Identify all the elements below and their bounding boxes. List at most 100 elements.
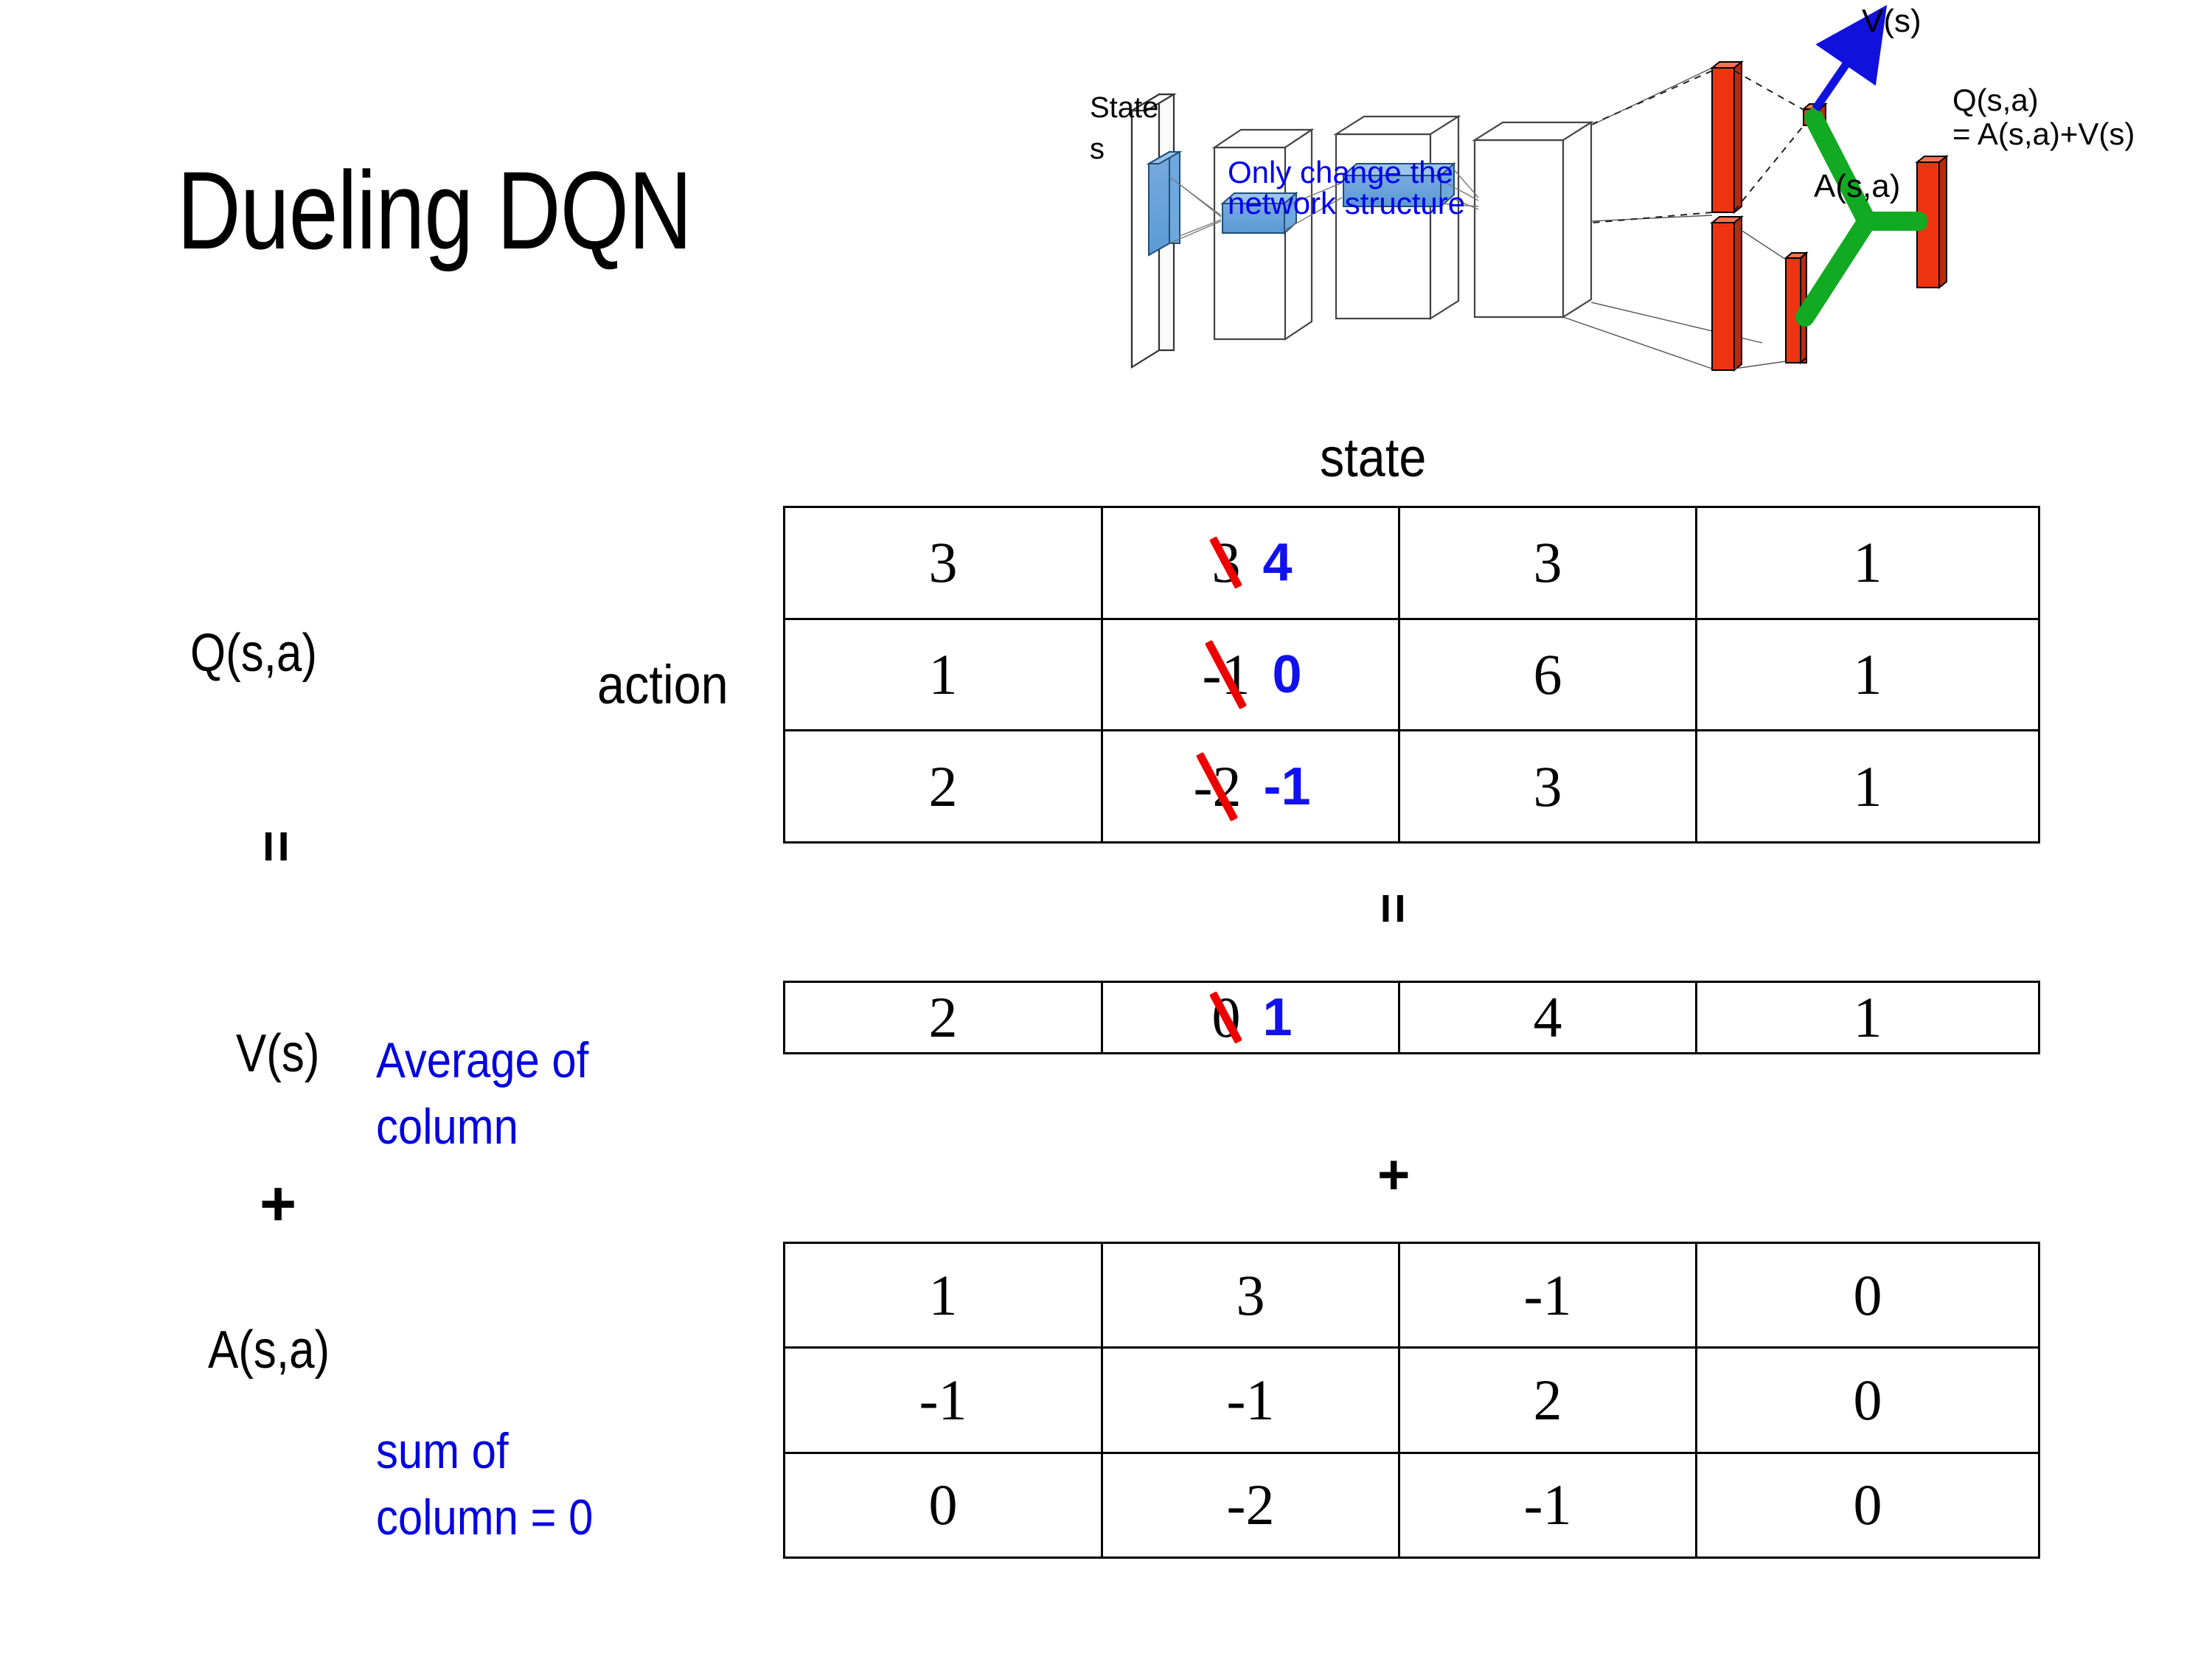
cell-value: 3: [928, 530, 958, 595]
a-table: 1 3 -1 0 -1 -1 2 0 0 -2 -1: [783, 1241, 2040, 1559]
a-cell-1-2[interactable]: 2: [1398, 1346, 1697, 1454]
advantage-stream-bar-icon: [1710, 215, 1744, 372]
a-cell-0-2[interactable]: -1: [1398, 1241, 1697, 1349]
q-cell-1-0[interactable]: 1: [783, 617, 1103, 732]
table-row: 2 -2 -1 3 1: [783, 729, 2040, 844]
cell-value: 0: [1853, 1262, 1882, 1327]
cell-value: 6: [1533, 641, 1562, 706]
conv-block-1-icon: [1211, 128, 1315, 341]
plus-sign-mid: +: [1377, 1144, 1411, 1206]
value-stream-bar-icon: [1710, 60, 1744, 215]
a-constraint-note-line2: column = 0: [376, 1489, 594, 1545]
cell-value: 1: [1853, 754, 1882, 818]
cell-value: -2: [1226, 1472, 1275, 1537]
a-cell-0-0[interactable]: 1: [783, 1241, 1103, 1349]
conv-block-3-icon: [1472, 121, 1594, 319]
cell-value: 0: [1853, 1367, 1882, 1432]
a-cell-0-3[interactable]: 0: [1695, 1241, 2040, 1349]
q-cell-1-1[interactable]: -1 0: [1101, 617, 1400, 732]
value-output-label: V(s): [1862, 3, 1921, 39]
new-value: 4: [1262, 533, 1293, 593]
a-cell-1-0[interactable]: -1: [783, 1346, 1103, 1454]
v-cell-0-0[interactable]: 2: [783, 981, 1103, 1054]
cell-value: 0: [1853, 1472, 1882, 1537]
network-note-line2: network structure: [1228, 186, 1466, 220]
plus-sign-left: +: [260, 1169, 297, 1239]
q-cell-2-3[interactable]: 1: [1695, 729, 2040, 844]
q-cell-2-0[interactable]: 2: [783, 729, 1103, 844]
cell-value: 4: [1533, 985, 1562, 1049]
cell-value: -1: [1523, 1472, 1572, 1537]
a-function-label: A(s,a): [208, 1321, 330, 1380]
old-value: 3: [1208, 529, 1243, 596]
value-arrow-icon: [1812, 4, 1888, 112]
new-value: -1: [1263, 757, 1311, 816]
v-function-label: V(s): [236, 1024, 320, 1083]
q-function-label: Q(s,a): [190, 624, 318, 683]
cell-value: 2: [928, 754, 958, 818]
v-constraint-note-line1: Average of: [376, 1032, 589, 1088]
q-cell-0-2[interactable]: 3: [1398, 506, 1697, 620]
cell-value: -1: [1226, 1367, 1275, 1432]
table-row: 0 -2 -1 0: [783, 1451, 2040, 1559]
action-axis-label: action: [597, 654, 728, 715]
q-output-label-line1: Q(s,a): [1952, 83, 2039, 117]
a-constraint-note-line1: sum of: [376, 1423, 509, 1479]
table-row: 1 -1 0 6 1: [783, 617, 2040, 732]
cell-value: 1: [1853, 530, 1882, 595]
v-cell-0-3[interactable]: 1: [1695, 981, 2040, 1054]
cell-value: 2: [928, 985, 958, 1049]
a-cell-2-1[interactable]: -2: [1101, 1451, 1400, 1559]
new-value: 0: [1272, 644, 1302, 704]
equals-sign-left: =: [245, 830, 308, 863]
state-axis-label: state: [1320, 427, 1427, 488]
cell-value: 3: [1533, 754, 1562, 818]
table-row: 1 3 -1 0: [783, 1241, 2040, 1349]
a-cell-2-2[interactable]: -1: [1398, 1451, 1697, 1559]
connection-lines: [1169, 169, 1479, 244]
state-label: State: [1090, 91, 1159, 124]
equals-sign-mid: =: [1363, 892, 1423, 925]
state-sublabel: s: [1090, 133, 1105, 165]
v-cell-0-2[interactable]: 4: [1398, 981, 1697, 1054]
a-cell-2-3[interactable]: 0: [1695, 1451, 2040, 1559]
value-dashed-links: [1592, 70, 1806, 223]
q-cell-1-2[interactable]: 6: [1398, 617, 1697, 732]
network-svg: [1128, 4, 1949, 372]
q-cell-2-1[interactable]: -2 -1: [1101, 729, 1400, 844]
cell-value: 1: [928, 641, 958, 706]
a-cell-1-1[interactable]: -1: [1101, 1346, 1400, 1454]
old-value: 0: [1208, 984, 1243, 1051]
conv-patch-1-icon: [1220, 191, 1298, 235]
cell-value: 0: [928, 1472, 958, 1537]
q-cell-2-2[interactable]: 3: [1398, 729, 1697, 844]
old-value: -2: [1190, 754, 1244, 820]
old-value: -1: [1199, 641, 1253, 708]
q-output-label-line2: = A(s,a)+V(s): [1952, 116, 2135, 151]
cell-value: -1: [919, 1367, 967, 1432]
q-cell-1-3[interactable]: 1: [1695, 617, 2040, 732]
a-cell-1-3[interactable]: 0: [1695, 1346, 2040, 1454]
q-cell-0-0[interactable]: 3: [783, 506, 1103, 620]
cell-value: 3: [1533, 530, 1562, 595]
v-constraint-note-line2: column: [376, 1099, 518, 1155]
cell-value: 3: [1236, 1262, 1265, 1327]
table-row: -1 -1 2 0: [783, 1346, 2040, 1454]
q-cell-0-3[interactable]: 1: [1695, 506, 2040, 620]
a-cell-0-1[interactable]: 3: [1101, 1241, 1400, 1349]
cell-value: 2: [1533, 1367, 1562, 1432]
network-note-line1: Only change the: [1228, 155, 1453, 189]
a-cell-2-0[interactable]: 0: [783, 1451, 1103, 1559]
conv-patch-2-icon: [1341, 161, 1456, 209]
cell-value: 1: [1853, 985, 1882, 1049]
edited-cell: -2 -1: [1190, 754, 1310, 820]
cell-value: 1: [1853, 641, 1882, 706]
input-patch-icon: [1146, 150, 1183, 257]
